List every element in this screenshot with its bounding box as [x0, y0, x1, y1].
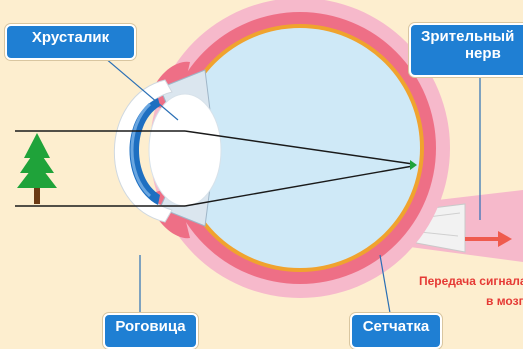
optic-nerve-label-line1: Зрительный — [421, 29, 523, 46]
retina-label: Сетчатка — [350, 313, 442, 349]
cornea-label: Роговица — [103, 313, 198, 349]
signal-caption-line1: Передача сигнала — [419, 274, 523, 288]
optic-nerve-label: Зрительный нерв — [409, 23, 523, 77]
signal-caption-line2: в мозг — [486, 294, 523, 308]
lens — [149, 94, 221, 206]
optic-nerve-label-line2: нерв — [421, 46, 523, 63]
lens-label: Хрусталик — [5, 24, 136, 60]
